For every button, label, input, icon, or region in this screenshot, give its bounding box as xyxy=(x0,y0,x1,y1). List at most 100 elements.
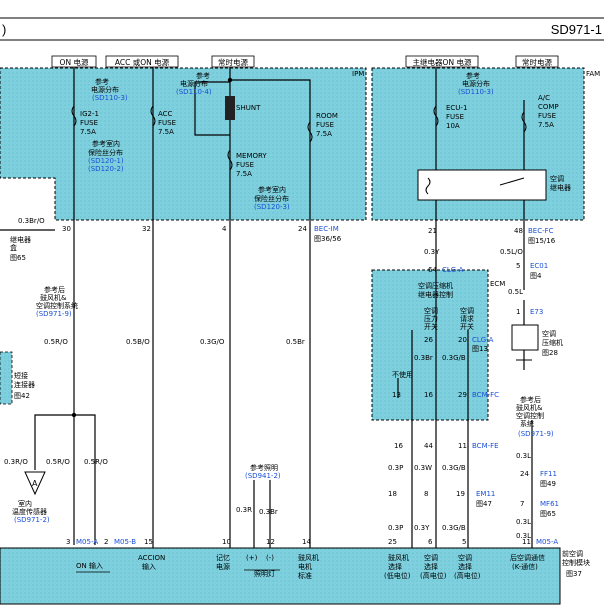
svg-text:继电器: 继电器 xyxy=(550,183,571,192)
left-pins: 30 32 4 24 BEC-IM 图36/56 0.3Br/O 继电器 盒 图… xyxy=(4,217,342,516)
svg-text:0.3Y: 0.3Y xyxy=(424,248,440,256)
svg-text:输入: 输入 xyxy=(142,562,156,571)
svg-text:图13: 图13 xyxy=(472,345,488,353)
svg-text:0.5B/O: 0.5B/O xyxy=(126,338,150,346)
svg-text:保险丝分布: 保险丝分布 xyxy=(88,148,123,157)
svg-text:参考: 参考 xyxy=(196,71,210,80)
main-relay-on-label: 主继电器ON 电源 xyxy=(413,57,472,67)
svg-text:参考室内: 参考室内 xyxy=(92,139,120,148)
ecm-module: ECM xyxy=(371,269,505,421)
svg-text:空调: 空调 xyxy=(550,174,564,183)
svg-text:图36/56: 图36/56 xyxy=(314,235,342,243)
svg-text:FUSE: FUSE xyxy=(446,113,464,121)
svg-text:参考室内: 参考室内 xyxy=(258,185,286,194)
svg-text:(+): (+) xyxy=(246,554,258,562)
svg-text:(SD110-4): (SD110-4) xyxy=(176,88,212,96)
svg-text:照明灯: 照明灯 xyxy=(254,569,275,578)
svg-text:标准: 标准 xyxy=(298,571,312,580)
svg-text:MEMORY: MEMORY xyxy=(236,152,267,160)
svg-text:0.5Br: 0.5Br xyxy=(286,338,305,346)
svg-text:0.3L: 0.3L xyxy=(516,452,531,460)
svg-text:ECU-1: ECU-1 xyxy=(446,104,467,112)
svg-text:空调控制系统: 空调控制系统 xyxy=(36,301,78,310)
svg-text:记忆: 记忆 xyxy=(216,553,230,562)
svg-text:空调: 空调 xyxy=(424,306,438,315)
svg-text:0.3P: 0.3P xyxy=(388,524,403,532)
right-labels: ECU-1 FUSE 10A A/C COMP FUSE 7.5A 参考 电源分… xyxy=(388,71,559,540)
svg-text:0.5L: 0.5L xyxy=(508,288,523,296)
svg-text:0.5R/O: 0.5R/O xyxy=(84,458,108,466)
svg-text:30: 30 xyxy=(62,225,71,233)
svg-text:0.3G/O: 0.3G/O xyxy=(200,338,225,346)
svg-text:10A: 10A xyxy=(446,122,460,130)
svg-text:(K-通信): (K-通信) xyxy=(512,562,538,571)
fam-label: FAM xyxy=(586,70,600,78)
svg-text:MF61: MF61 xyxy=(540,500,559,508)
svg-text:空调: 空调 xyxy=(424,553,438,562)
svg-text:0.3Br: 0.3Br xyxy=(259,508,278,516)
svg-text:FUSE: FUSE xyxy=(236,161,254,169)
svg-text:64: 64 xyxy=(428,266,437,274)
svg-text:图37: 图37 xyxy=(566,570,582,578)
svg-text:电源: 电源 xyxy=(216,562,230,571)
svg-text:继电器: 继电器 xyxy=(10,235,31,244)
svg-text:44: 44 xyxy=(424,442,433,450)
svg-text:20: 20 xyxy=(458,336,467,344)
acc-on-power-label: ACC 或ON 电源 xyxy=(115,57,170,67)
svg-text:11: 11 xyxy=(458,442,467,450)
svg-text:(-): (-) xyxy=(266,554,274,562)
svg-text:CLG-A: CLG-A xyxy=(442,266,464,274)
svg-text:24: 24 xyxy=(520,470,529,478)
svg-text:电源分布: 电源分布 xyxy=(180,79,208,88)
svg-text:7.5A: 7.5A xyxy=(158,128,174,136)
svg-text:(高电位): (高电位) xyxy=(420,571,447,580)
svg-text:15: 15 xyxy=(144,538,153,546)
svg-text:14: 14 xyxy=(302,538,311,546)
svg-text:FF11: FF11 xyxy=(540,470,557,478)
svg-text:控制模块: 控制模块 xyxy=(562,558,590,567)
svg-text:11: 11 xyxy=(522,538,531,546)
svg-text:空调压缩机: 空调压缩机 xyxy=(418,281,453,290)
svg-text:29: 29 xyxy=(458,391,467,399)
ipm-module: IPM xyxy=(0,67,367,221)
svg-text:(SD120-1): (SD120-1) xyxy=(88,157,124,165)
svg-text:选择: 选择 xyxy=(458,562,472,571)
svg-text:(SD110-3): (SD110-3) xyxy=(92,94,128,102)
svg-text:开关: 开关 xyxy=(424,322,438,331)
on-power-label: ON 电源 xyxy=(60,57,89,67)
svg-text:参考后: 参考后 xyxy=(44,285,65,294)
svg-text:空调: 空调 xyxy=(542,329,556,338)
svg-text:图28: 图28 xyxy=(542,349,558,357)
svg-text:选择: 选择 xyxy=(424,562,438,571)
svg-text:3: 3 xyxy=(66,538,70,546)
svg-text:0.5L/O: 0.5L/O xyxy=(500,248,523,256)
svg-text:图65: 图65 xyxy=(10,254,26,262)
fuse-labels-left: IG2-1 FUSE 7.5A ACC FUSE 7.5A MEMORY FUS… xyxy=(80,104,338,178)
left-wires xyxy=(0,67,311,548)
svg-text:7: 7 xyxy=(520,500,524,508)
svg-text:压缩机: 压缩机 xyxy=(542,338,563,347)
power-labels: ON 电源 ACC 或ON 电源 常时电源 主继电器ON 电源 常时电源 xyxy=(51,55,559,68)
svg-text:0.3R: 0.3R xyxy=(236,506,252,514)
svg-text:4: 4 xyxy=(222,225,227,233)
svg-text:选择: 选择 xyxy=(388,562,402,571)
svg-text:12: 12 xyxy=(266,538,275,546)
svg-text:鼓风机&: 鼓风机& xyxy=(516,403,543,412)
svg-text:压力: 压力 xyxy=(424,314,438,323)
svg-text:25: 25 xyxy=(388,538,397,546)
svg-text:FUSE: FUSE xyxy=(538,112,556,120)
svg-text:FUSE: FUSE xyxy=(80,119,98,127)
svg-text:EM11: EM11 xyxy=(476,490,495,498)
svg-text:系统: 系统 xyxy=(520,419,534,428)
svg-text:0.3Br: 0.3Br xyxy=(414,354,433,362)
constant-power-label-right: 常时电源 xyxy=(522,57,552,67)
svg-text:参考: 参考 xyxy=(95,77,109,86)
diagram-code: SD971-1 xyxy=(551,22,602,37)
svg-text:16: 16 xyxy=(424,391,433,399)
svg-text:ACCION: ACCION xyxy=(138,554,165,562)
svg-text:ROOM: ROOM xyxy=(316,112,338,120)
svg-text:电源分布: 电源分布 xyxy=(91,85,119,94)
svg-text:6: 6 xyxy=(428,538,433,546)
svg-text:鼓风机&: 鼓风机& xyxy=(40,293,67,302)
svg-text:空调控制: 空调控制 xyxy=(516,411,544,420)
